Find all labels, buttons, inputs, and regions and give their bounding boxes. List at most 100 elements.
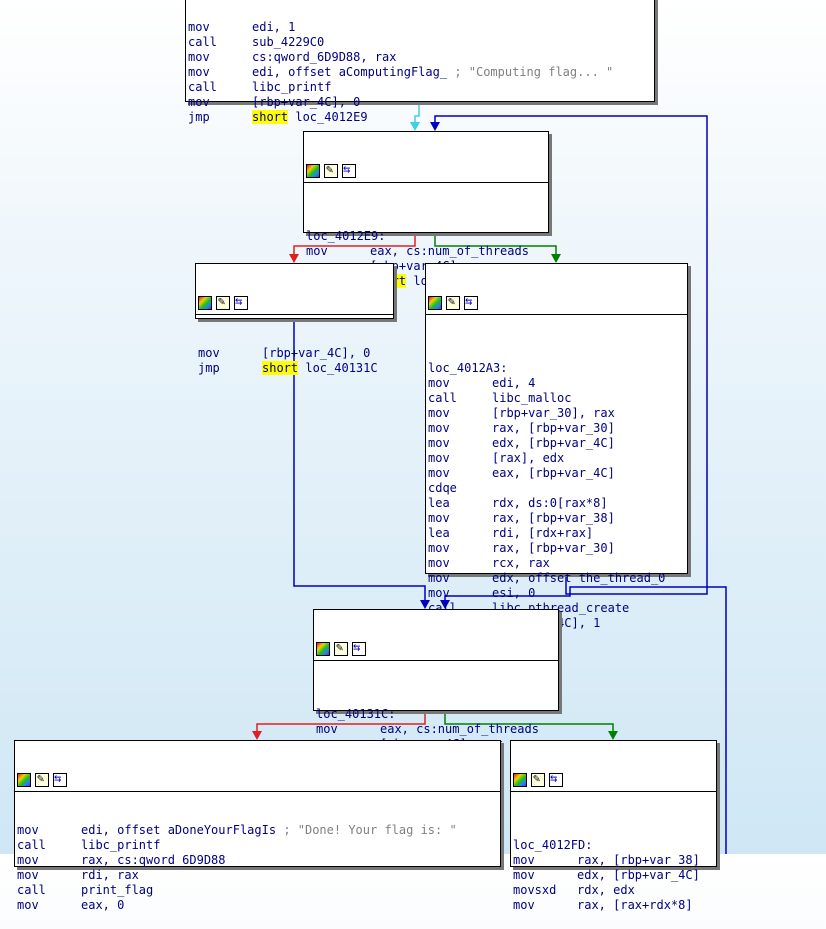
operands[interactable]: sub_4229C0 — [252, 35, 325, 49]
instruction-line[interactable]: mov[rbp+var_4C], 0 — [198, 346, 391, 361]
operands[interactable]: edx, offset the_thread_0 — [492, 571, 666, 585]
edit-icon[interactable] — [446, 294, 460, 310]
highlighted-token[interactable]: short — [262, 361, 299, 375]
operands[interactable]: rax, [rbp+var_30] — [492, 421, 615, 435]
operands[interactable]: rax, [rax+rdx*8] — [577, 898, 693, 912]
code-label[interactable]: loc_4012E9: — [306, 229, 386, 243]
operands[interactable]: rdi, rax — [81, 868, 139, 882]
xref-icon[interactable] — [352, 640, 366, 656]
operands[interactable]: [rbp+var_4C], 0 — [262, 346, 371, 360]
operands[interactable]: edx, [rbp+var_4C] — [577, 868, 700, 882]
edit-icon[interactable] — [531, 771, 545, 787]
highlighted-token[interactable]: short — [252, 110, 289, 124]
operands[interactable]: loc_4012E9 — [295, 110, 368, 124]
operands[interactable]: rax, [rbp+var_38] — [577, 853, 700, 867]
edit-icon[interactable] — [334, 640, 348, 656]
edit-icon[interactable] — [216, 294, 230, 310]
operands[interactable]: rax, [rbp+var_38] — [492, 511, 615, 525]
operands[interactable]: eax, 0 — [81, 898, 125, 912]
operands[interactable]: rdi, [rdx+rax] — [492, 526, 594, 540]
operands[interactable]: [rbp+var_30], rax — [492, 406, 615, 420]
operands[interactable]: edx, [rbp+var_4C] — [492, 436, 615, 450]
operands[interactable]: loc_40131C — [305, 361, 378, 375]
operands[interactable]: rdx, edx — [577, 883, 635, 897]
operands[interactable]: edi, offset aDoneYourFlagIs — [81, 823, 277, 837]
instruction-line[interactable]: mov[rbp+var_4C], 0 — [188, 95, 652, 110]
graph-overview-icon[interactable] — [513, 773, 527, 787]
instruction-line[interactable]: mov[rbp+var_30], rax — [428, 406, 685, 421]
operands[interactable]: rax, [rbp+var_30] — [492, 541, 615, 555]
xref-icon[interactable] — [342, 162, 356, 178]
graph-overview-icon[interactable] — [428, 296, 442, 310]
operands[interactable]: libc_printf — [252, 80, 332, 94]
operands[interactable]: edi, 4 — [492, 376, 536, 390]
edit-icon[interactable] — [324, 162, 338, 178]
operands[interactable]: eax, cs:num_of_threads — [370, 244, 529, 258]
graph-overview-icon[interactable] — [306, 164, 320, 178]
operands[interactable]: print_flag — [81, 883, 154, 897]
operands[interactable]: eax, [rbp+var_4C] — [492, 466, 615, 480]
instruction-line[interactable]: cdqe — [428, 481, 685, 496]
operands[interactable]: edi, offset aComputingFlag_ — [252, 65, 448, 79]
operands[interactable]: rcx, rax — [492, 556, 550, 570]
xref-icon[interactable] — [464, 294, 478, 310]
code-label[interactable]: loc_4012A3: — [428, 361, 508, 375]
xref-icon[interactable] — [549, 771, 563, 787]
graph-overview-icon[interactable] — [198, 296, 212, 310]
code-label[interactable]: loc_40131C: — [316, 707, 396, 721]
operands[interactable]: eax, cs:num_of_threads — [380, 722, 539, 736]
edit-icon[interactable] — [35, 771, 49, 787]
operands[interactable]: [rbp+var_4C], 0 — [252, 95, 361, 109]
operands[interactable]: [rax], edx — [492, 451, 565, 465]
code-label[interactable]: loc_4012FD: — [513, 838, 593, 852]
instruction-line[interactable]: mov[rax], edx — [428, 451, 685, 466]
operands[interactable]: libc_malloc — [492, 391, 572, 405]
operands[interactable]: libc_printf — [81, 838, 161, 852]
operands[interactable]: rdx, ds:0[rax*8] — [492, 496, 608, 510]
graph-overview-icon[interactable] — [17, 773, 31, 787]
operands[interactable]: edi, 1 — [252, 20, 296, 34]
xref-icon[interactable] — [53, 771, 67, 787]
operands[interactable]: esi, 0 — [492, 586, 536, 600]
graph-overview-icon[interactable] — [316, 642, 330, 656]
operands[interactable]: rax, cs:qword_6D9D88 — [81, 853, 226, 867]
